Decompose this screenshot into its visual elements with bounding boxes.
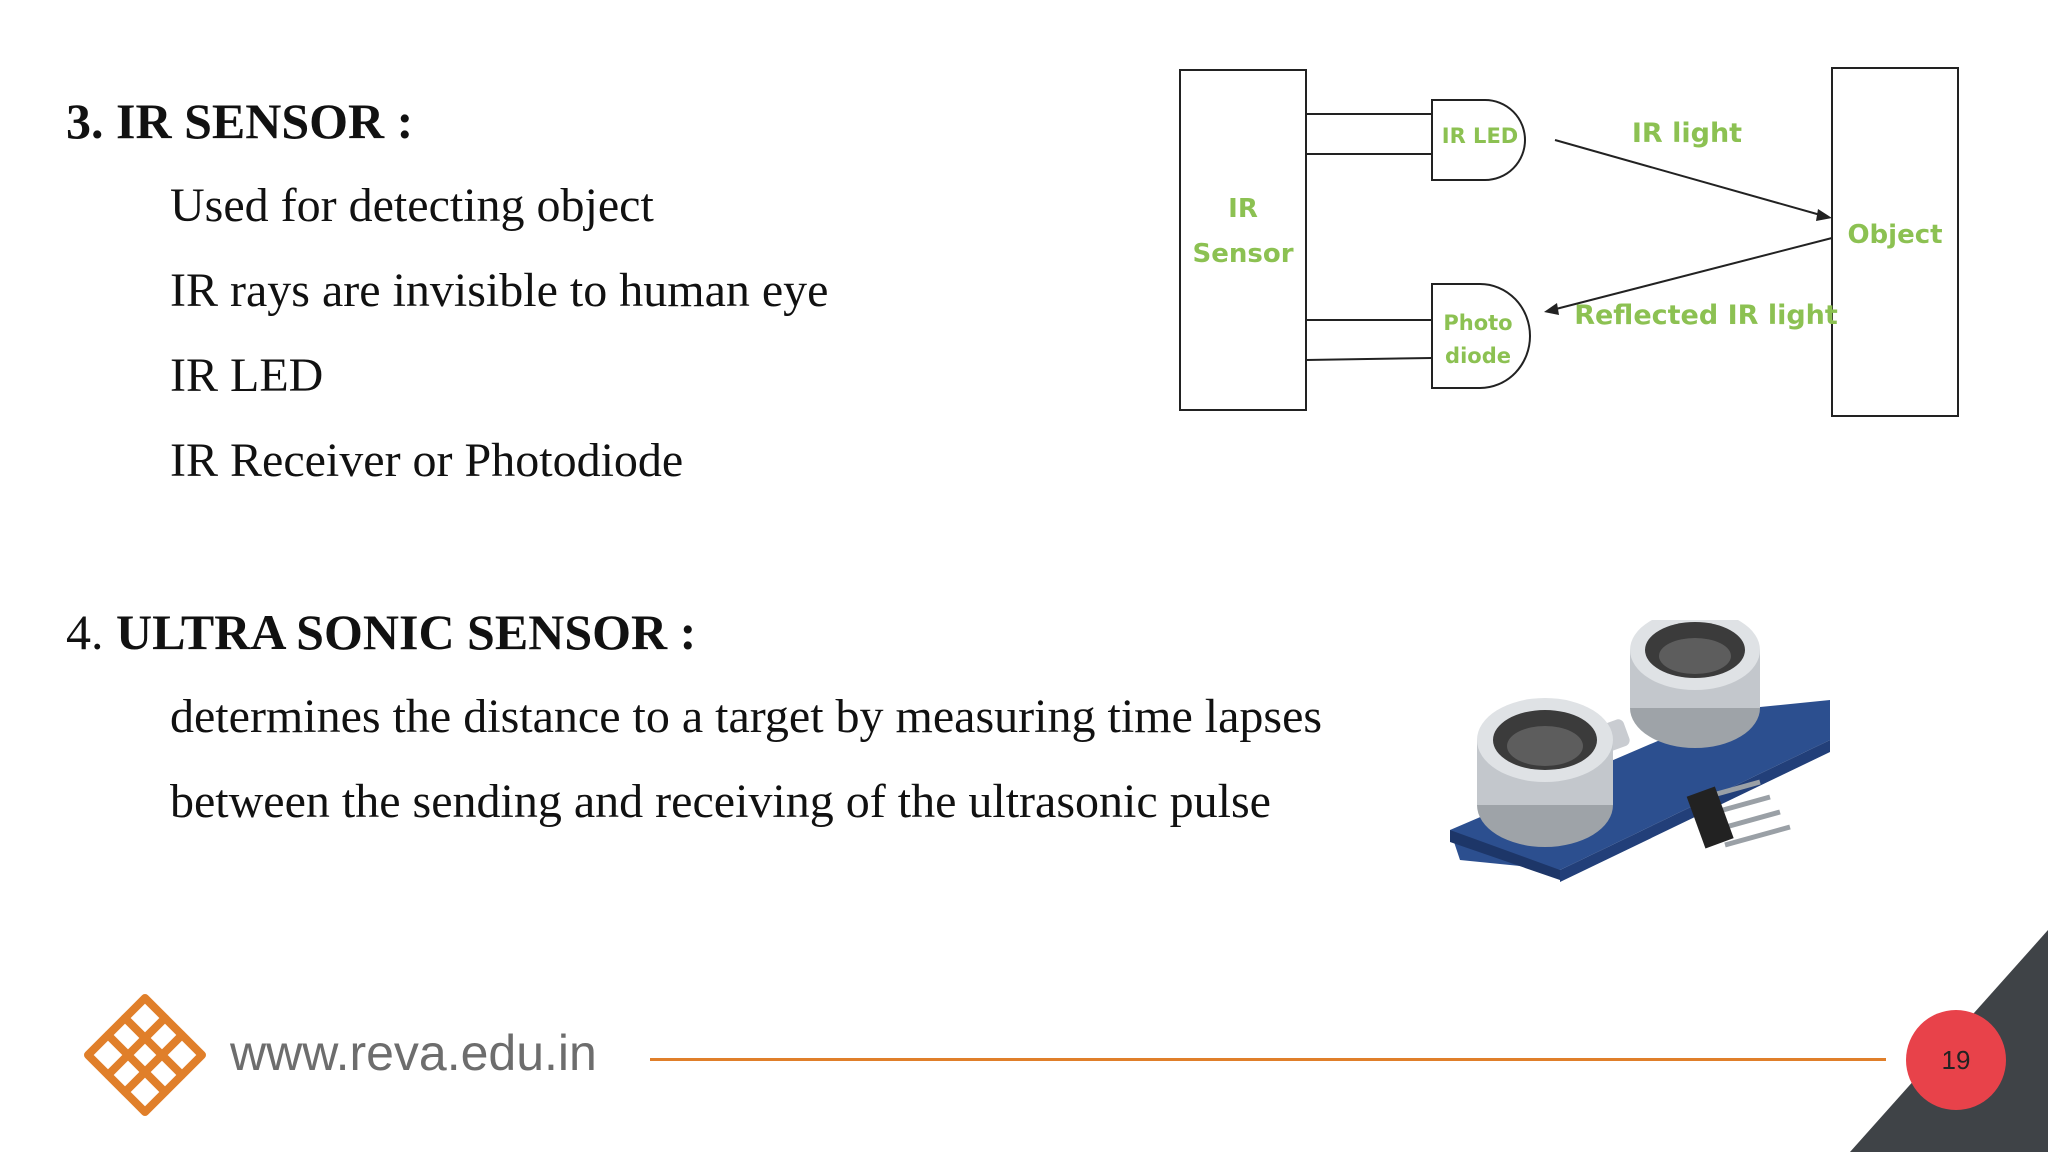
ultrasonic-line-2: between the sending and receiving of the…: [170, 775, 1271, 828]
ir-sensor-heading: 3. IR SENSOR :: [66, 93, 414, 149]
transducer-right: [1630, 620, 1760, 748]
ir-sensor-label-1: IR: [1228, 194, 1258, 224]
photodiode-label-1: Photo: [1443, 311, 1512, 335]
ultrasonic-heading: 4. ULTRA SONIC SENSOR :: [66, 604, 697, 660]
ir-light-arrow: [1554, 139, 1825, 217]
footer-url: www.reva.edu.in: [230, 1025, 597, 1081]
ultrasonic-line-1: determines the distance to a target by m…: [170, 690, 1323, 743]
object-box: [1831, 67, 1959, 417]
ir-bullet-2: IR rays are invisible to human eye: [170, 264, 829, 317]
transducer-left: [1477, 698, 1613, 847]
ir-led-shape: [1431, 99, 1526, 181]
reva-logo: [84, 994, 206, 1116]
ir-bullet-1: Used for detecting object: [170, 179, 654, 232]
page-number-badge: 19: [1906, 1010, 2006, 1110]
reflected-ir-label: Reflected IR light: [1574, 300, 1838, 331]
ir-sensor-box: [1179, 69, 1307, 411]
object-label: Object: [1847, 220, 1942, 250]
footer-divider: [650, 1058, 1886, 1061]
reflected-arrow: [1551, 237, 1833, 311]
photodiode-label-2: diode: [1445, 344, 1511, 368]
photodiode-shape: [1431, 283, 1531, 389]
ir-bullet-3: IR LED: [170, 349, 324, 402]
page-number: 19: [1941, 1044, 1971, 1075]
ir-led-label: IR LED: [1442, 124, 1518, 148]
ir-bullet-4: IR Receiver or Photodiode: [170, 434, 684, 487]
ir-sensor-label-2: Sensor: [1192, 239, 1293, 269]
ir-sensor-diagram: IR Sensor IR LED Photo diode Object IR l…: [1179, 67, 1959, 417]
ir-light-label: IR light: [1632, 118, 1742, 149]
ultrasonic-sensor-image: [1450, 620, 1830, 882]
